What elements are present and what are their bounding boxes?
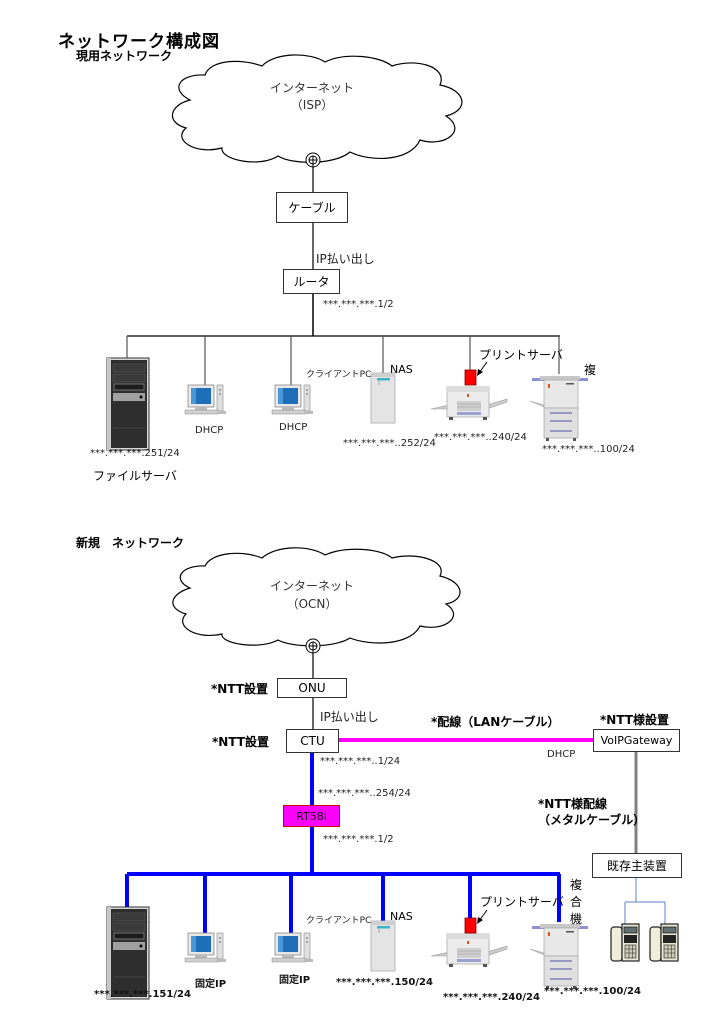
- existing-pbx-box[interactable]: 既存主装置: [592, 853, 682, 878]
- phone-icon-1: [610, 923, 640, 962]
- pc-icon-current-1: [184, 384, 227, 415]
- cable-modem-box[interactable]: ケーブル: [276, 192, 348, 223]
- pc2-label-current: DHCP: [279, 422, 308, 433]
- cloud-ocn-label: （OCN）: [286, 597, 338, 611]
- file-server-ip-current: ***.***.***.251/24: [90, 448, 180, 459]
- metal-cable-note-2: （メタルケーブル）: [538, 813, 646, 827]
- pc-icon-new-2: [271, 932, 314, 963]
- print-server-label-new: プリントサーバ: [480, 895, 564, 909]
- mfp-icon-current: [529, 375, 589, 442]
- mfp-label-current: 複: [584, 363, 597, 377]
- onu-ntt-note: *NTT設置: [211, 682, 268, 696]
- phone-icon-2: [649, 923, 679, 962]
- page-title: ネットワーク構成図: [58, 32, 220, 52]
- mfp-icon-new: [529, 923, 589, 990]
- ctu-box[interactable]: CTU: [286, 729, 339, 753]
- router-box[interactable]: ルータ: [283, 269, 340, 294]
- cloud-label-current: インターネット: [269, 81, 354, 95]
- printer-ip-current: ***.***.***..240/24: [434, 432, 527, 443]
- nas-label-current: NAS: [390, 363, 413, 376]
- metal-cable-note-1: *NTT様配線: [538, 797, 607, 811]
- printer-icon-new: [430, 933, 508, 968]
- pc1-label-new: 固定IP: [195, 979, 227, 990]
- nas-icon-current: [370, 372, 396, 424]
- internet-cloud-new: [172, 547, 461, 647]
- voip-dhcp-label: DHCP: [547, 749, 576, 760]
- voip-ntt-note: *NTT様設置: [600, 713, 669, 727]
- router-ip-label: ***.***.***.1/2: [323, 299, 394, 310]
- print-server-label-current: プリントサーバ: [479, 348, 563, 362]
- lan-cable-note: *配線（LANケーブル）: [431, 715, 560, 729]
- nas-ip-new: ***.***.***.150/24: [336, 977, 433, 988]
- client-pc-label-current: クライアントPC: [306, 370, 372, 380]
- pc-icon-current-2: [271, 384, 314, 415]
- mfp-ip-current: ***.***.***..100/24: [542, 444, 635, 455]
- onu-box[interactable]: ONU: [277, 678, 347, 698]
- pc2-label-new: 固定IP: [279, 975, 311, 986]
- rt58i-router-box[interactable]: RT58i: [283, 805, 340, 827]
- print-server-icon-current: [464, 369, 477, 386]
- file-server-ip-new: ***.***.***.151/24: [94, 989, 191, 1000]
- mfp-ip-new: ***.***.***.100/24: [544, 986, 641, 997]
- antenna-icon-new: [305, 638, 321, 655]
- new-network-heading: 新規 ネットワーク: [76, 536, 185, 550]
- pc1-label-current: DHCP: [195, 425, 224, 436]
- print-server-icon-new: [464, 917, 477, 934]
- ip-assign-label-new: IP払い出し: [320, 710, 379, 724]
- mfp-label-new: 複合機: [570, 878, 583, 926]
- rt-lan-ip-label: ***.***.***.1/2: [323, 834, 394, 845]
- file-server-label: ファイルサーバ: [93, 469, 177, 483]
- cloud-isp-label: （ISP）: [290, 98, 334, 112]
- printer-icon-current: [430, 386, 508, 421]
- antenna-icon-current: [305, 152, 321, 169]
- ctu-ip-label: ***.***.***..1/24: [320, 756, 401, 767]
- file-server-icon-current: [106, 357, 150, 451]
- file-server-icon-new: [106, 906, 150, 1000]
- ip-assign-label-current: IP払い出し: [316, 252, 375, 266]
- cloud-label-new: インターネット: [269, 579, 354, 593]
- nas-label-new: NAS: [390, 910, 413, 923]
- ctu-ntt-note: *NTT設置: [212, 735, 269, 749]
- voip-gateway-box[interactable]: VoIPGateway: [593, 729, 680, 752]
- rt-wan-ip-label: ***.***.***..254/24: [318, 788, 411, 799]
- current-network-heading: 現用ネットワーク: [76, 49, 173, 63]
- nas-icon-new: [370, 920, 396, 972]
- pc-icon-new-1: [184, 932, 227, 963]
- printer-ip-new: ***.***.***.240/24: [443, 992, 540, 1003]
- client-pc-label-new: クライアントPC: [306, 916, 372, 926]
- internet-cloud-current: [172, 54, 463, 163]
- nas-ip-current: ***.***.***..252/24: [343, 438, 436, 449]
